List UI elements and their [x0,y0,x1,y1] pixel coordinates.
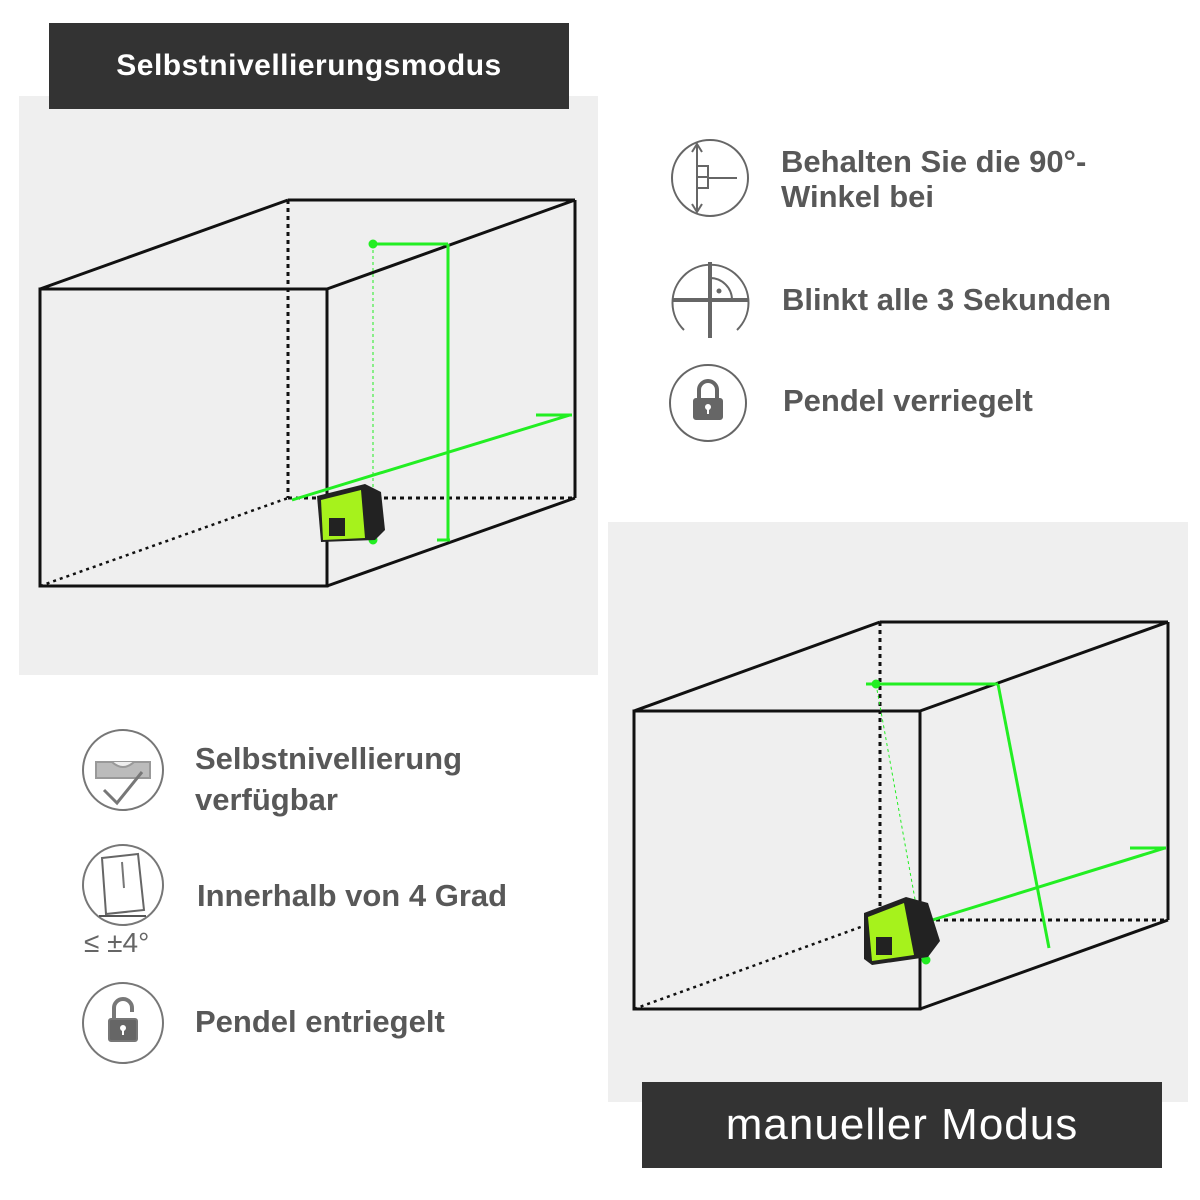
laser-level-device [317,484,385,542]
unlocked-padlock-icon [82,982,164,1064]
feature-right-angle: Behalten Sie die 90°- Winkel bei [781,144,1086,214]
bubble-level-check-icon [82,729,164,811]
feature-right-angle-line2: Winkel bei [781,179,935,214]
self-leveling-panel [19,96,598,675]
self-leveling-title-text: Selbstnivellierungsmodus [116,49,502,82]
feature-within-4-degrees: Innerhalb von 4 Grad [197,878,508,913]
manual-mode-title: manueller Modus [642,1082,1162,1168]
manual-mode-laser-lines [866,679,1166,965]
laser-level-device-tilted [864,897,940,965]
tilt-range-label: ≤ ±4° [84,927,150,958]
feature-right-angle-line1: Behalten Sie die 90°- [781,144,1087,179]
manual-mode-title-text: manueller Modus [725,1100,1079,1149]
locked-padlock-icon [669,364,747,442]
right-angle-icon [671,139,749,217]
manual-mode-panel [608,522,1188,1102]
feature-pendulum-locked: Pendel verriegelt [783,383,1033,418]
crosshair-angle-icon [671,262,750,338]
feature-blink: Blinkt alle 3 Sekunden [782,282,1112,317]
feature-self-leveling: Selbstnivellierung verfügbar [195,741,463,817]
tilted-device-icon [82,844,164,926]
self-leveling-title: Selbstnivellierungsmodus [49,23,569,109]
self-leveling-room-diagram [38,198,577,588]
self-leveling-laser-lines [291,239,572,545]
feature-pendulum-unlocked: Pendel entriegelt [195,1004,445,1039]
